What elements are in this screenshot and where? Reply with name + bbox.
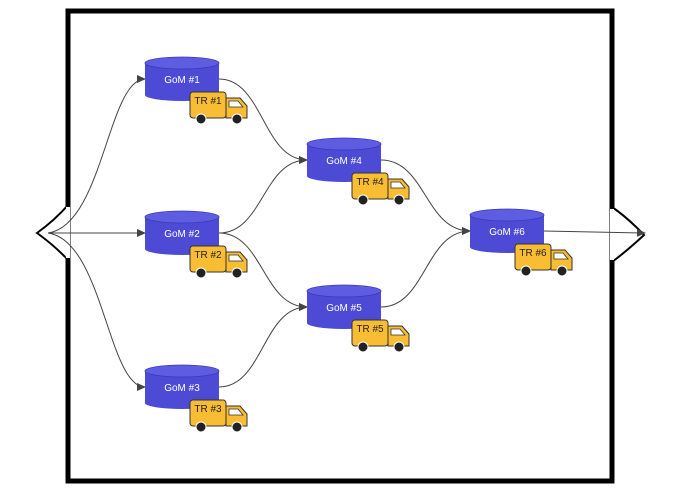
storage-node-gom6[interactable]: GoM #6 TR #6 [469,208,573,277]
output-port [611,205,646,265]
arrow-input-to-gom1 [47,75,146,234]
truck-label: TR #6 [519,248,547,259]
storage-nodes: GoM #1 TR #1 GoM #2 TR #2 GoM #3 TR #3 GoM #4 T… [144,56,573,433]
flow-arrows [47,75,646,391]
arrow-gom4-to-gom6 [380,159,471,235]
arrow-gom2-to-gom5 [218,232,308,311]
system-boundary-frame [35,8,646,484]
storage-node-gom1[interactable]: GoM #1 TR #1 [144,56,248,125]
storage-label: GoM #2 [164,229,200,240]
truck-icon-tr6: TR #6 [514,243,573,277]
truck-label: TR #1 [194,96,222,107]
storage-node-gom2[interactable]: GoM #2 TR #2 [144,210,248,279]
arrow-input-to-gom3 [47,232,146,391]
truck-label: TR #2 [194,250,222,261]
truck-icon-tr5: TR #5 [351,319,410,353]
storage-node-gom3[interactable]: GoM #3 TR #3 [144,364,248,433]
truck-icon-tr3: TR #3 [189,399,248,433]
arrow-gom5-to-gom6 [380,227,471,308]
truck-label: TR #4 [356,177,384,188]
storage-node-gom4[interactable]: GoM #4 TR #4 [306,137,410,206]
storage-label: GoM #6 [489,227,525,238]
truck-icon-tr1: TR #1 [189,91,248,125]
storage-label: GoM #4 [326,156,362,167]
truck-label: TR #5 [356,324,384,335]
storage-label: GoM #1 [164,75,200,86]
arrow-gom2-to-gom4 [218,156,308,234]
truck-icon-tr2: TR #2 [189,245,248,279]
arrow-gom6-to-output [543,228,646,237]
arrow-gom1-to-gom4 [218,78,308,164]
storage-node-gom5[interactable]: GoM #5 TR #5 [306,284,410,353]
truck-icon-tr4: TR #4 [351,172,410,206]
arrow-gom3-to-gom5 [218,303,308,388]
storage-label: GoM #5 [326,303,362,314]
storage-label: GoM #3 [164,383,200,394]
truck-label: TR #3 [194,404,222,415]
